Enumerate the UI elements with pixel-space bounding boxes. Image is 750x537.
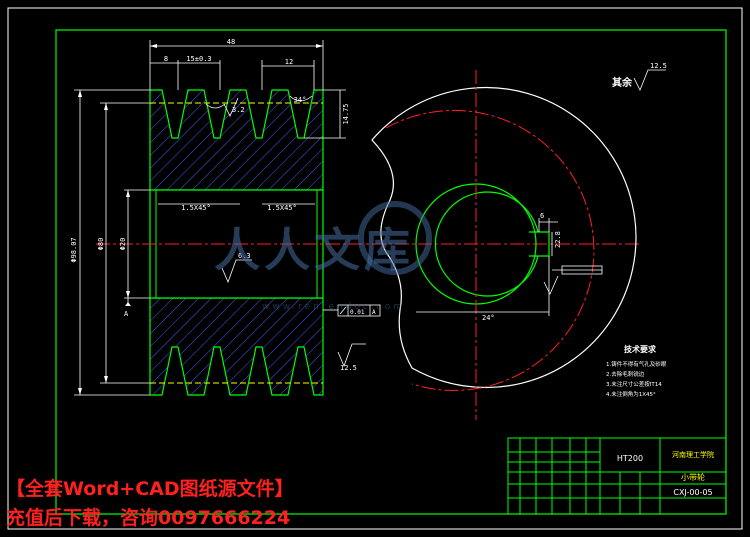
notes-title: 技术要求 — [624, 344, 657, 354]
keyway-tolerance-frame — [561, 265, 603, 275]
note-item-3: 3.未注尺寸公差按IT14 — [606, 380, 662, 388]
svg-text:A: A — [372, 309, 376, 316]
dimension-arrows — [78, 44, 323, 395]
roughness-bore: 6.3 — [238, 252, 251, 260]
promo-line-1: 【全套Word+CAD图纸源文件】 — [6, 478, 294, 500]
pitch-circle — [385, 109, 595, 391]
note-item-2: 2.去除毛刺锐边 — [606, 370, 645, 378]
dim-chamfer-right: 1.5X45° — [267, 204, 297, 212]
bore-circle — [434, 191, 539, 297]
promo-line-2: 充值后下载，咨询0097666224 — [6, 507, 291, 529]
keyway-dims — [416, 218, 602, 316]
dim-keyway-angle: 24° — [482, 314, 495, 322]
svg-text:A: A — [124, 310, 129, 318]
roughness-rest-value: 12.5 — [650, 62, 667, 70]
roughness-bottom: 12.5 — [340, 364, 357, 372]
note-item-4: 4.未注倒角为1X45° — [606, 390, 656, 398]
dim-groove-depth: 14.75 — [342, 103, 350, 124]
dim-pitch-diameter: Φ80 — [97, 238, 105, 251]
svg-text:0.01: 0.01 — [350, 309, 365, 316]
roughness-rest-label: 其余 — [612, 76, 633, 89]
outer-frame — [7, 7, 743, 530]
runout-frame: 0.01 A — [337, 304, 381, 317]
dim-outer-diameter: Φ98.07 — [70, 237, 78, 262]
roughness-symbols — [221, 69, 666, 368]
title-block-material: HT200 — [617, 454, 643, 463]
dimension-lines — [74, 40, 346, 396]
front-view — [371, 70, 637, 420]
dim-bore: Φ20 — [119, 238, 127, 251]
dim-angle: 34° — [294, 96, 307, 104]
section-upper-hatch — [149, 89, 324, 191]
title-block-grid — [507, 437, 727, 515]
roughness-groove: 3.2 — [232, 106, 245, 114]
section-lower-hatch — [149, 297, 324, 396]
watermark-url: www.renrendoc.com — [262, 302, 405, 312]
dim-chamfer-left: 1.5X45° — [181, 204, 211, 212]
dim-total-width: 48 — [227, 38, 235, 46]
title-block-drawing-no: CXJ-00-05 — [673, 488, 712, 497]
datum-a: A — [124, 298, 131, 318]
dim-keyway-width: 6 — [540, 212, 544, 220]
dim-keyway-depth: 22.8 — [554, 231, 562, 248]
title-block-school: 河南理工学院 — [672, 450, 714, 459]
note-item-1: 1.铸件不得有气孔及砂眼 — [606, 360, 667, 368]
dim-groove-pitch: 15±0.3 — [186, 55, 211, 63]
watermark-text: 人人文库 — [214, 223, 414, 277]
dim-groove-first: 8 — [164, 55, 168, 63]
inner-frame — [55, 29, 727, 515]
dim-groove-width: 12 — [285, 58, 293, 66]
title-block-part-name: 小带轮 — [681, 472, 705, 482]
